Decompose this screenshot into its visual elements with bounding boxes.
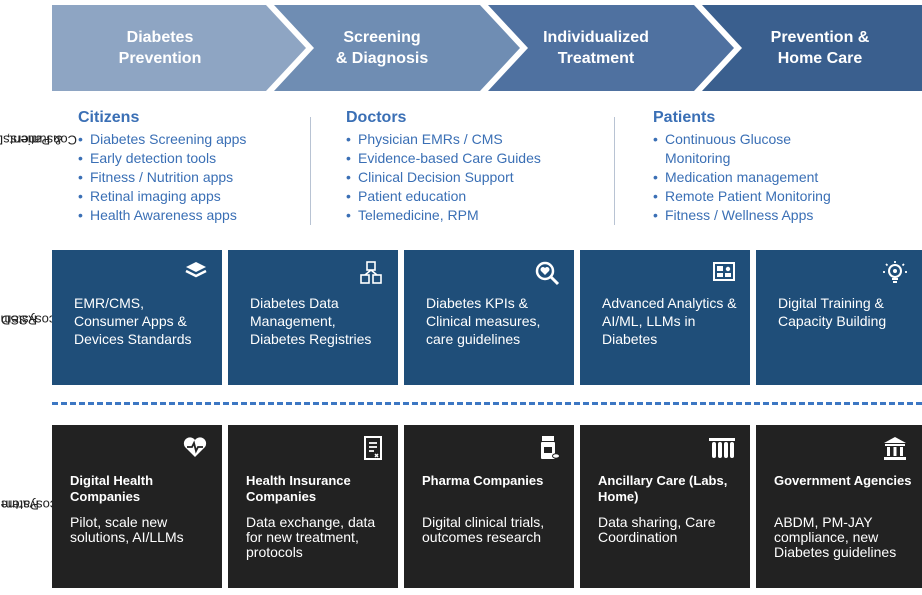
column-doctors: Doctors Physician EMRs / CMS Evidence-ba…	[346, 108, 576, 225]
partner-description: Pilot, scale new solutions, AI/LLMs	[70, 514, 184, 545]
partner-title: Health Insurance Companies	[246, 473, 351, 504]
stage-chevron-2	[274, 5, 520, 91]
list-item: Fitness / Wellness Apps	[653, 206, 883, 225]
partner-description: ABDM, PM-JAY compliance, new Diabetes gu…	[774, 514, 897, 560]
rssdi-box-standards: EMR/CMS, Consumer Apps & Devices Standar…	[52, 250, 222, 385]
partner-description: Data sharing, Care Coordination	[598, 514, 716, 545]
column-divider	[614, 117, 615, 225]
section-divider	[52, 402, 922, 405]
partner-title: Government Agencies	[774, 473, 912, 488]
rssdi-box-text: EMR/CMS, Consumer Apps & Devices Standar…	[74, 295, 192, 347]
rssdi-box-analytics: Advanced Analytics & AI/ML, LLMs in Diab…	[580, 250, 750, 385]
rssdi-box-text: Diabetes Data Management, Diabetes Regis…	[250, 295, 372, 347]
column-title: Patients	[653, 109, 716, 126]
stage-chevrons	[52, 5, 922, 91]
rssdi-box-kpis: Diabetes KPIs & Clinical measures, care …	[404, 250, 574, 385]
list-item: Physician EMRs / CMS	[346, 130, 576, 149]
layers-icon	[185, 262, 207, 278]
cubes-icon	[360, 261, 382, 284]
partner-box-pharma: Pharma Companies Digital clinical trials…	[404, 425, 574, 588]
stage-chevron-3	[488, 5, 734, 91]
column-title: Citizens	[78, 109, 140, 126]
list-item: Early detection tools	[78, 149, 298, 168]
stage-4-label: Prevention &Home Care	[770, 29, 870, 67]
list-item: Continuous Glucose Monitoring	[653, 130, 823, 168]
search-heart-icon	[535, 261, 560, 286]
list-item: Medication management	[653, 168, 883, 187]
partner-title: Pharma Companies	[422, 473, 544, 488]
lightbulb-gear-icon	[883, 261, 907, 283]
rssdi-box-data-management: Diabetes Data Management, Diabetes Regis…	[228, 250, 398, 385]
partner-box-health-insurance: Health Insurance Companies Data exchange…	[228, 425, 398, 588]
dashboard-icon	[713, 262, 735, 281]
partner-title: Ancillary Care (Labs, Home)	[598, 473, 728, 504]
column-citizens: Citizens Diabetes Screening apps Early d…	[78, 108, 298, 225]
list-item: Telemedicine, RPM	[346, 206, 576, 225]
stage-chevron-1	[52, 5, 306, 91]
test-tubes-icon	[709, 438, 735, 458]
pill-bottle-icon	[541, 436, 560, 459]
column-divider	[310, 117, 311, 225]
partner-box-digital-health: Digital Health Companies Pilot, scale ne…	[52, 425, 222, 588]
column-title: Doctors	[346, 109, 407, 126]
column-patients: Patients Continuous Glucose Monitoring M…	[653, 108, 883, 225]
stage-2-label: Screening& Diagnosis	[335, 29, 429, 67]
list-item: Evidence-based Care Guides	[346, 149, 576, 168]
list-item: Patient education	[346, 187, 576, 206]
rssdi-box-training: Digital Training & Capacity Building	[756, 250, 922, 385]
rssdi-box-text: Diabetes KPIs & Clinical measures, care …	[426, 295, 541, 347]
list-item: Remote Patient Monitoring	[653, 187, 883, 206]
list-item: Fitness / Nutrition apps	[78, 168, 298, 187]
partner-title: Digital Health Companies	[70, 473, 154, 504]
partner-description: Data exchange, data for new treatment, p…	[246, 514, 376, 560]
list-item: Retinal imaging apps	[78, 187, 298, 206]
government-building-icon	[884, 437, 906, 460]
rssdi-box-text: Advanced Analytics & AI/ML, LLMs in Diab…	[602, 295, 737, 347]
document-icon	[364, 436, 382, 460]
list-item: Diabetes Screening apps	[78, 130, 298, 149]
stage-chevron-4	[702, 5, 922, 91]
partner-description: Digital clinical trials, outcomes resear…	[422, 514, 545, 545]
list-item: Health Awareness apps	[78, 206, 298, 225]
list-item: Clinical Decision Support	[346, 168, 576, 187]
partner-box-ancillary-care: Ancillary Care (Labs, Home) Data sharing…	[580, 425, 750, 588]
partner-box-government: Government Agencies ABDM, PM-JAY complia…	[756, 425, 922, 588]
heart-pulse-icon	[183, 437, 207, 457]
rssdi-box-text: Digital Training & Capacity Building	[778, 295, 887, 329]
